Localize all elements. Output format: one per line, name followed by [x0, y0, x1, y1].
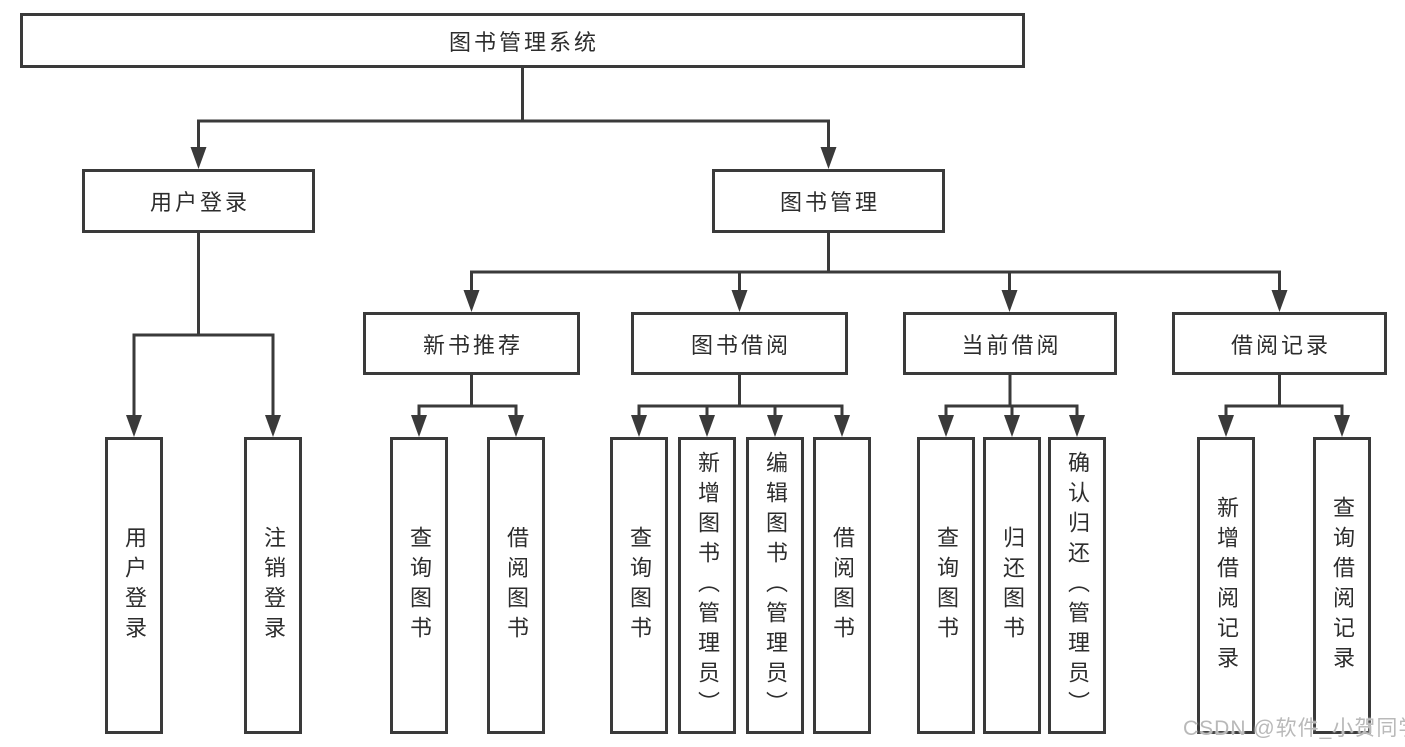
leaf-label: 查询图书: [407, 525, 432, 646]
leaf-label: 查询图书: [627, 525, 652, 646]
leaf-newbooks-query-books: 查询图书: [390, 437, 448, 734]
leaf-label: 归还图书: [1000, 525, 1025, 646]
leaf-borrow-borrow-books: 借阅图书: [813, 437, 871, 734]
leaf-current-query-books: 查询图书: [917, 437, 975, 734]
arrow-down-icon: [631, 415, 647, 437]
node-label: 图书管理系统: [448, 29, 599, 55]
leaf-records-query-borrow-record: 查询借阅记录: [1313, 437, 1371, 734]
arrow-down-icon: [265, 415, 281, 437]
node-label: 图书管理: [779, 190, 880, 215]
node-borrow-records: 借阅记录: [1172, 312, 1387, 375]
node-root-library-management-system: 图书管理系统: [20, 13, 1025, 68]
leaf-newbooks-borrow-books: 借阅图书: [487, 437, 545, 734]
arrow-down-icon: [1218, 415, 1234, 437]
node-label: 用户登录: [149, 190, 250, 215]
leaf-records-add-borrow-record: 新增借阅记录: [1197, 437, 1255, 734]
arrow-down-icon: [190, 147, 207, 169]
arrow-down-icon: [1334, 415, 1350, 437]
leaf-label: 借阅图书: [504, 525, 529, 646]
leaf-borrow-edit-books-admin: 编辑图书（管理员）: [746, 437, 804, 734]
leaf-label: 查询图书: [934, 525, 959, 646]
node-label: 图书借阅: [690, 332, 791, 358]
arrow-down-icon: [463, 290, 480, 312]
leaf-current-return-books: 归还图书: [983, 437, 1041, 734]
leaf-label: 借阅图书: [830, 525, 855, 646]
arrow-down-icon: [126, 415, 142, 437]
leaf-current-confirm-return-admin: 确认归还（管理员）: [1048, 437, 1106, 734]
arrow-down-icon: [1069, 415, 1085, 437]
leaf-label: 编辑图书（管理员）: [763, 450, 788, 721]
arrow-down-icon: [820, 147, 837, 169]
leaf-borrow-add-books-admin: 新增图书（管理员）: [678, 437, 736, 734]
node-current-borrow: 当前借阅: [903, 312, 1117, 375]
node-new-book-recommend: 新书推荐: [363, 312, 580, 375]
node-label: 新书推荐: [422, 332, 523, 358]
leaf-user-login: 用户登录: [105, 437, 163, 734]
arrow-down-icon: [1271, 290, 1288, 312]
arrow-down-icon: [508, 415, 524, 437]
leaf-label: 新增借阅记录: [1214, 495, 1239, 676]
leaf-label: 新增图书（管理员）: [695, 450, 720, 721]
arrowhead-icons: [126, 147, 1350, 437]
leaf-label: 查询借阅记录: [1330, 495, 1355, 676]
arrow-down-icon: [411, 415, 427, 437]
leaf-label: 注销登录: [261, 525, 286, 646]
arrow-down-icon: [731, 290, 748, 312]
csdn-watermark: CSDN @软件_小贺同学: [1183, 717, 1405, 740]
node-book-management: 图书管理: [712, 169, 945, 233]
node-label: 借阅记录: [1230, 332, 1331, 358]
leaf-borrow-query-books: 查询图书: [610, 437, 668, 734]
arrow-down-icon: [1001, 290, 1018, 312]
arrow-down-icon: [834, 415, 850, 437]
leaf-label: 用户登录: [122, 525, 147, 646]
arrow-down-icon: [938, 415, 954, 437]
arrow-down-icon: [699, 415, 715, 437]
node-book-borrow: 图书借阅: [631, 312, 848, 375]
node-user-login: 用户登录: [82, 169, 315, 233]
arrow-down-icon: [1004, 415, 1020, 437]
node-label: 当前借阅: [961, 332, 1062, 358]
leaf-label: 确认归还（管理员）: [1065, 450, 1090, 721]
leaf-logout: 注销登录: [244, 437, 302, 734]
arrow-down-icon: [767, 415, 783, 437]
